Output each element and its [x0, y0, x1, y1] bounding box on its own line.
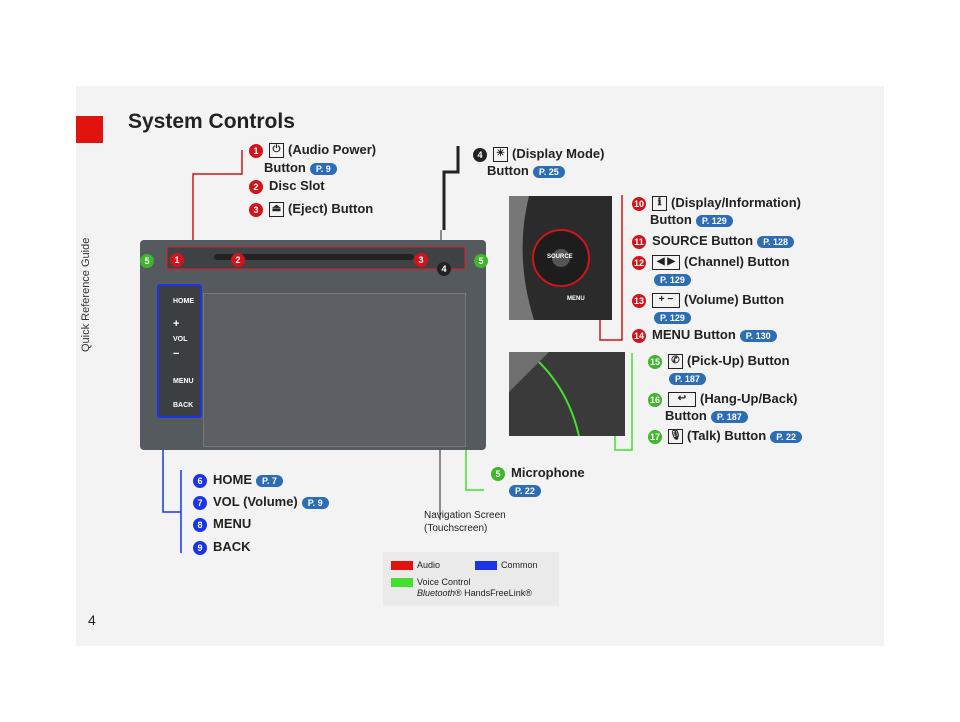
ref-link[interactable]: P. 129	[654, 273, 691, 286]
page-number: 4	[88, 612, 96, 628]
wheel-menu-label: MENU	[567, 296, 585, 302]
vol-plus-icon[interactable]: +	[173, 318, 180, 330]
item-16: 16↩(Hang-Up/Back)	[648, 391, 798, 408]
legend: Audio Common Voice Control Bluetooth® Ha…	[383, 552, 559, 606]
marker-3: 3	[414, 253, 428, 267]
marker-5-right: 5	[474, 254, 488, 268]
page-title: System Controls	[128, 110, 295, 133]
legend-voice-swatch	[391, 578, 413, 587]
item-3: 3⏏(Eject) Button	[249, 201, 373, 218]
vol-button-label[interactable]: VOL	[173, 336, 188, 343]
item-12-ref: P. 129	[650, 271, 691, 286]
section-tab	[76, 116, 103, 143]
side-buttons: HOME + VOL − MENU BACK	[157, 284, 202, 418]
ref-link[interactable]: P. 22	[770, 430, 803, 443]
ref-link[interactable]: P. 7	[256, 474, 283, 487]
ref-link[interactable]: P. 129	[695, 214, 733, 227]
disc-slot-graphic	[214, 254, 414, 260]
ref-link[interactable]: P. 25	[532, 165, 565, 178]
steering-wheel-audio-image: SOURCE MENU	[509, 196, 612, 320]
item-13: 13+ −(Volume) Button	[632, 292, 785, 309]
item-1: 1⏻(Audio Power)	[249, 142, 376, 159]
source-label: SOURCE	[547, 254, 573, 260]
ref-link[interactable]: P. 130	[739, 329, 777, 342]
item-4: 4☀(Display Mode)	[473, 146, 604, 163]
legend-bluetooth: Bluetooth® HandsFreeLink®	[417, 588, 532, 598]
legend-audio-swatch	[391, 561, 413, 570]
ref-link[interactable]: P. 187	[669, 372, 706, 385]
nav-screen-note: Navigation Screen(Touchscreen)	[424, 510, 506, 534]
item-13-ref: P. 129	[650, 309, 691, 324]
item-15: 15✆(Pick-Up) Button	[648, 353, 790, 370]
menu-button-label[interactable]: MENU	[173, 378, 194, 385]
ref-link[interactable]: P. 187	[710, 410, 748, 423]
marker-5-left: 5	[140, 254, 154, 268]
back-button-label[interactable]: BACK	[173, 402, 194, 409]
navigation-screen[interactable]	[203, 293, 466, 447]
item-12: 12◀ ▶(Channel) Button	[632, 254, 790, 271]
ref-link[interactable]: P. 128	[757, 235, 794, 248]
item-5-ref: P. 22	[505, 482, 541, 497]
ref-link[interactable]: P. 22	[509, 484, 541, 497]
ref-link[interactable]: P. 129	[654, 311, 691, 324]
home-button-label[interactable]: HOME	[173, 298, 194, 305]
legend-audio: Audio	[417, 560, 441, 570]
ref-link[interactable]: P. 9	[309, 162, 337, 175]
legend-voice: Voice Control	[417, 577, 471, 587]
marker-4: 4	[437, 262, 451, 276]
legend-common-swatch	[475, 561, 497, 570]
marker-2: 2	[231, 253, 245, 267]
item-15-ref: P. 187	[665, 370, 706, 385]
steering-wheel-phone-image	[509, 352, 625, 436]
legend-common: Common	[501, 560, 538, 570]
ref-link[interactable]: P. 9	[301, 496, 329, 509]
marker-1: 1	[170, 253, 184, 267]
vol-minus-icon[interactable]: −	[173, 348, 180, 360]
